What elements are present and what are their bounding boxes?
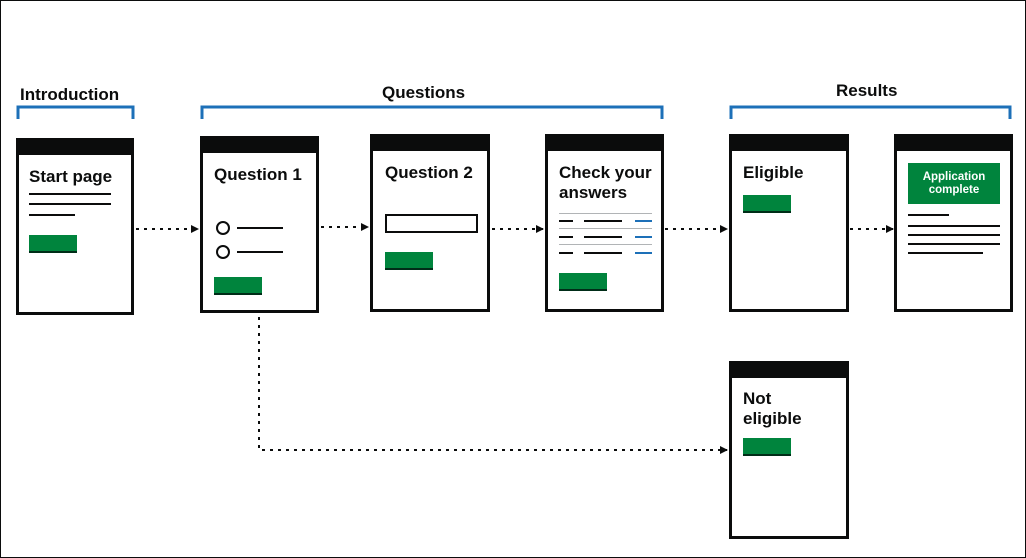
text-line <box>29 203 111 205</box>
browser-bar <box>729 134 849 151</box>
summary-value-line <box>584 220 622 222</box>
confirmation-text-line-2: complete <box>928 183 980 196</box>
summary-divider <box>559 228 652 229</box>
text-input-box <box>385 214 478 233</box>
summary-divider <box>559 213 652 214</box>
results-bracket <box>729 105 1012 119</box>
check-answers-title-line-1: Check your <box>559 163 652 182</box>
summary-value-line <box>584 236 622 238</box>
summary-divider <box>559 244 652 245</box>
text-line <box>908 225 1000 227</box>
not-eligible-title-line-2: eligible <box>743 409 802 428</box>
section-label-introduction: Introduction <box>20 85 120 104</box>
check-answers-title-line-2: answers <box>559 183 628 202</box>
arrow-q1-to-not-eligible <box>258 317 728 454</box>
check-answers-card: Check your answers <box>545 134 664 312</box>
application-complete-card: Application complete <box>894 134 1013 312</box>
question-1-card: Question 1 <box>200 136 319 313</box>
continue-button <box>743 438 791 456</box>
radio-option-icon <box>216 221 230 235</box>
questions-bracket <box>200 105 664 119</box>
introduction-bracket <box>16 105 135 119</box>
submit-button <box>559 273 607 291</box>
change-link-line <box>635 252 652 254</box>
section-label-results: Results <box>836 81 898 100</box>
eligible-title: Eligible <box>743 163 804 182</box>
option-label-line <box>237 227 283 229</box>
browser-bar <box>16 138 134 155</box>
section-label-questions: Questions <box>382 83 466 102</box>
confirmation-text-line-1: Application <box>922 170 986 183</box>
start-button <box>29 235 77 253</box>
browser-bar <box>729 361 849 378</box>
not-eligible-title-line-1: Not <box>743 389 772 408</box>
eligible-card: Eligible <box>729 134 849 312</box>
text-line <box>908 252 983 254</box>
text-line <box>29 193 111 195</box>
continue-button <box>743 195 791 213</box>
text-line <box>908 234 1000 236</box>
summary-key-line <box>559 220 573 222</box>
change-link-line <box>635 220 652 222</box>
browser-bar <box>894 134 1013 151</box>
radio-option-icon <box>216 245 230 259</box>
text-line <box>908 243 1000 245</box>
start-page-title: Start page <box>29 167 113 186</box>
text-line <box>29 214 75 216</box>
question-2-title: Question 2 <box>385 163 473 182</box>
summary-key-line <box>559 236 573 238</box>
summary-value-line <box>584 252 622 254</box>
not-eligible-card: Not eligible <box>729 361 849 539</box>
change-link-line <box>635 236 652 238</box>
confirmation-panel: Application complete <box>908 163 1000 204</box>
browser-bar <box>200 136 319 153</box>
question-2-card: Question 2 <box>370 134 490 312</box>
browser-bar <box>370 134 490 151</box>
summary-key-line <box>559 252 573 254</box>
start-page-card: Start page <box>16 138 134 315</box>
continue-button <box>385 252 433 270</box>
browser-bar <box>545 134 664 151</box>
text-line <box>908 214 949 216</box>
option-label-line <box>237 251 283 253</box>
continue-button <box>214 277 262 295</box>
question-1-title: Question 1 <box>214 165 302 184</box>
